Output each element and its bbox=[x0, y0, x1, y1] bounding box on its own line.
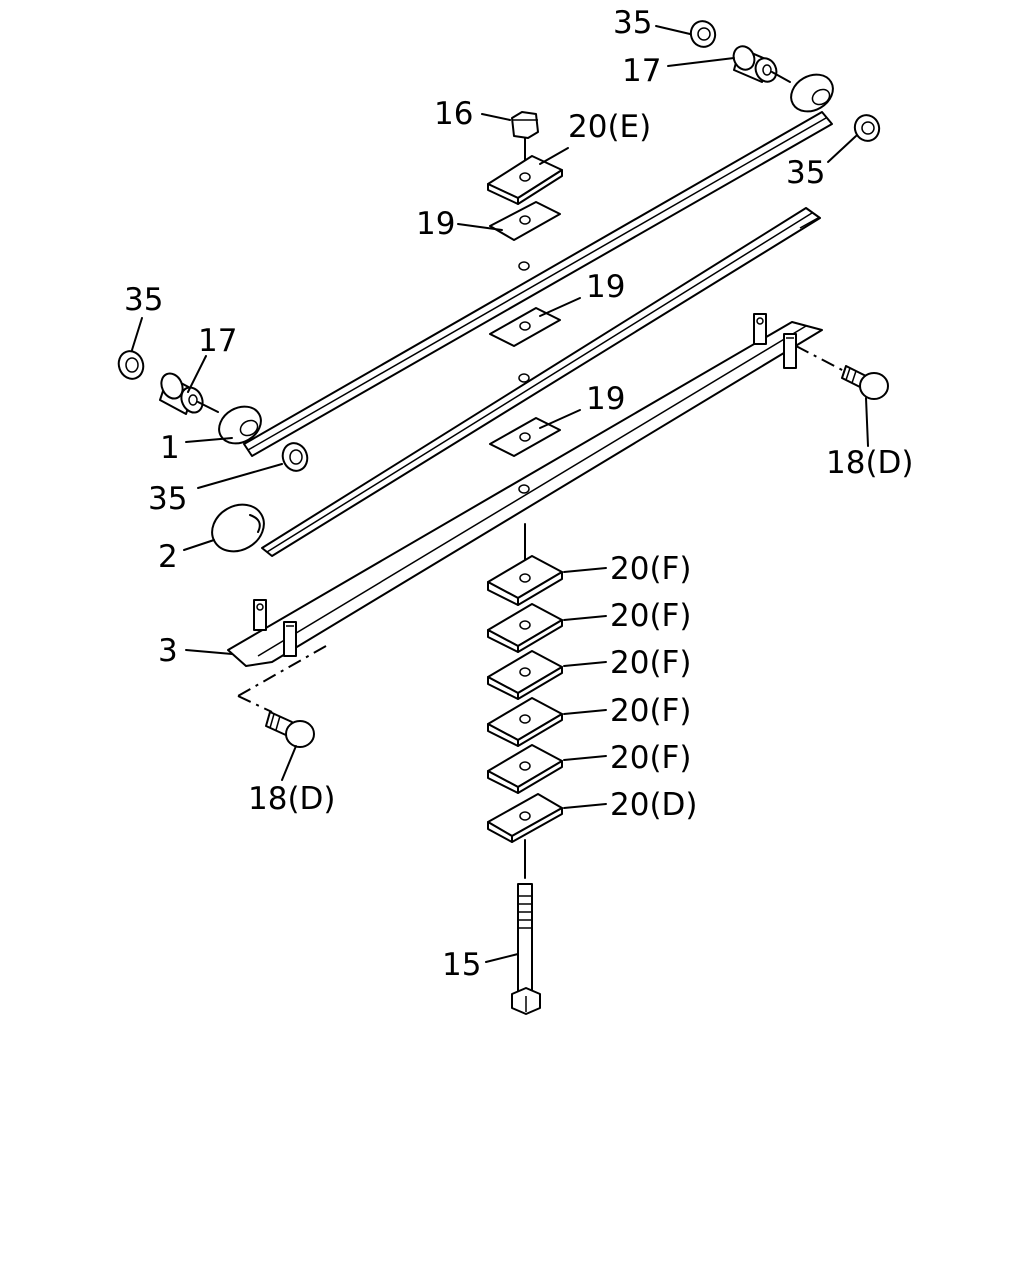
leaf-3 bbox=[227, 313, 823, 667]
label-20f-2: 20(F) bbox=[610, 598, 691, 634]
part-35-washer-right bbox=[853, 114, 881, 142]
part-20f-plate-2 bbox=[487, 603, 563, 653]
label-1: 1 bbox=[160, 430, 180, 466]
part-17-bushing-left bbox=[159, 372, 219, 415]
part-20e-plate bbox=[487, 155, 563, 205]
label-18d-left: 18(D) bbox=[248, 781, 336, 817]
label-20f-5: 20(F) bbox=[610, 740, 691, 776]
label-16: 16 bbox=[434, 96, 473, 132]
part-20f-plate-3 bbox=[487, 650, 563, 700]
part-20f-plate-5 bbox=[487, 744, 563, 794]
label-20e: 20(E) bbox=[568, 109, 651, 145]
part-20f-plate-1 bbox=[487, 555, 563, 606]
part-35-washer-top bbox=[689, 20, 717, 48]
leader-lines bbox=[131, 25, 869, 963]
part-18d-bolt-right bbox=[795, 345, 889, 400]
leaf-1 bbox=[218, 73, 834, 457]
label-18d-right: 18(D) bbox=[826, 445, 914, 481]
label-35-left: 35 bbox=[124, 282, 163, 318]
label-19-b: 19 bbox=[586, 269, 625, 305]
part-19-shim-top bbox=[489, 201, 561, 241]
label-20f-1: 20(F) bbox=[610, 551, 691, 587]
label-20f-4: 20(F) bbox=[610, 693, 691, 729]
part-20f-plate-4 bbox=[487, 697, 563, 747]
label-17-top: 17 bbox=[622, 53, 661, 89]
label-19-a: 19 bbox=[416, 206, 455, 242]
part-15-center-bolt bbox=[511, 883, 541, 1015]
label-20f-3: 20(F) bbox=[610, 645, 691, 681]
label-2: 2 bbox=[158, 539, 178, 575]
part-35-washer-left bbox=[117, 350, 145, 380]
label-15: 15 bbox=[442, 947, 481, 983]
part-18d-bolt-left bbox=[237, 645, 327, 748]
leaf-2 bbox=[211, 207, 821, 557]
part-19-shim-mid bbox=[489, 307, 561, 347]
part-20d-plate bbox=[487, 793, 563, 843]
label-3: 3 bbox=[158, 633, 178, 669]
label-35-top: 35 bbox=[613, 5, 652, 41]
label-19-c: 19 bbox=[586, 381, 625, 417]
label-20d: 20(D) bbox=[610, 787, 698, 823]
label-35-right: 35 bbox=[786, 155, 825, 191]
label-17-left: 17 bbox=[198, 323, 237, 359]
part-35-washer-mid bbox=[281, 442, 309, 472]
label-35-mid: 35 bbox=[148, 481, 187, 517]
part-17-bushing-top bbox=[732, 45, 791, 83]
